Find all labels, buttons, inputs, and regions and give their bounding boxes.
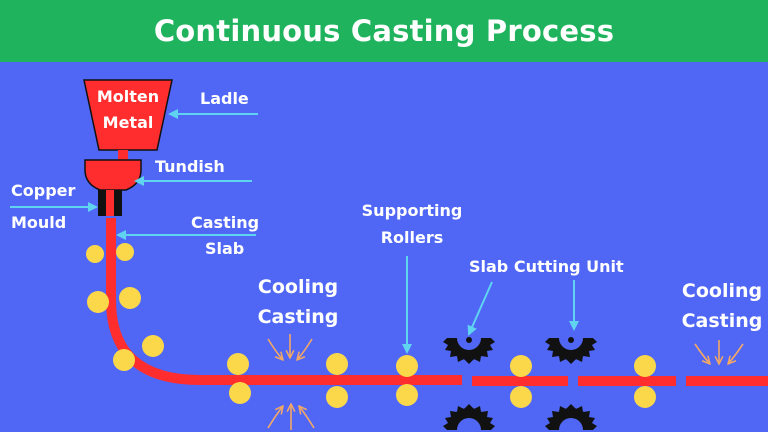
cooling-arrows-group-2 [694, 340, 744, 364]
cooling-arrow-icon [728, 343, 744, 364]
roller-icon [326, 386, 348, 408]
cooling-casting-label-1-line2: Casting [258, 306, 339, 328]
supporting-rollers-label-line1: Supporting [362, 201, 463, 220]
slab-segment [472, 376, 568, 386]
cutting-saw-icon [545, 337, 597, 364]
cooling-casting-label-2-line2: Casting [682, 310, 763, 332]
cooling-casting-label-1-line1: Cooling [258, 276, 338, 298]
roller-icon [510, 355, 532, 377]
ladle-icon [83, 79, 173, 151]
cooling-arrow-icon [299, 406, 315, 429]
cooling-arrows-group-bottom [267, 404, 315, 430]
cooling-casting-label-2-line1: Cooling [682, 280, 762, 302]
cutting-pointer-arrow-left [467, 281, 493, 336]
slab-segment [686, 376, 768, 386]
cooling-arrows-group-1 [267, 334, 313, 360]
tundish-icon [84, 159, 142, 191]
roller-icon [510, 386, 532, 408]
roller-icon [86, 245, 104, 263]
molten-metal-label-line1: Molten [97, 87, 159, 106]
roller-icon [396, 355, 418, 377]
roller-icon [634, 386, 656, 408]
copper-mould-label-line1: Copper [11, 181, 75, 200]
roller-icon [227, 353, 249, 375]
casting-slab-label-line2: Slab [205, 239, 244, 258]
cutting-saw-icon [443, 404, 495, 430]
molten-stream [118, 150, 128, 162]
roller-icon [116, 243, 134, 261]
roller-icon [229, 382, 251, 404]
mould-core [106, 190, 114, 216]
cutting-saw-icon [545, 404, 597, 430]
tundish-label: Tundish [155, 157, 225, 176]
page-title: Continuous Casting Process [0, 0, 768, 62]
copper-mould-label-line2: Mould [11, 213, 66, 232]
roller-icon [87, 291, 109, 313]
supporting-rollers-label-line2: Rollers [381, 228, 444, 247]
molten-metal-label-line2: Metal [103, 113, 154, 132]
cooling-arrow-icon [297, 338, 313, 360]
ladle-label: Ladle [200, 89, 249, 108]
cutting-saw-icon [443, 337, 495, 364]
process-diagram: Molten Metal Ladle Tundish Copper Mould … [10, 79, 768, 430]
roller-icon [396, 384, 418, 406]
roller-icon [113, 349, 135, 371]
cooling-arrow-icon [267, 338, 283, 360]
roller-icon [119, 287, 141, 309]
roller-icon [634, 355, 656, 377]
roller-icon [142, 335, 164, 357]
supporting-rollers [86, 243, 656, 408]
cooling-arrow-icon [267, 406, 283, 429]
slab-cutting-unit [443, 337, 597, 430]
casting-slab-label-line1: Casting [191, 213, 259, 232]
slab-segment [578, 376, 676, 386]
cooling-arrow-icon [694, 343, 710, 364]
slab-cutting-unit-label: Slab Cutting Unit [469, 257, 624, 276]
roller-icon [326, 353, 348, 375]
